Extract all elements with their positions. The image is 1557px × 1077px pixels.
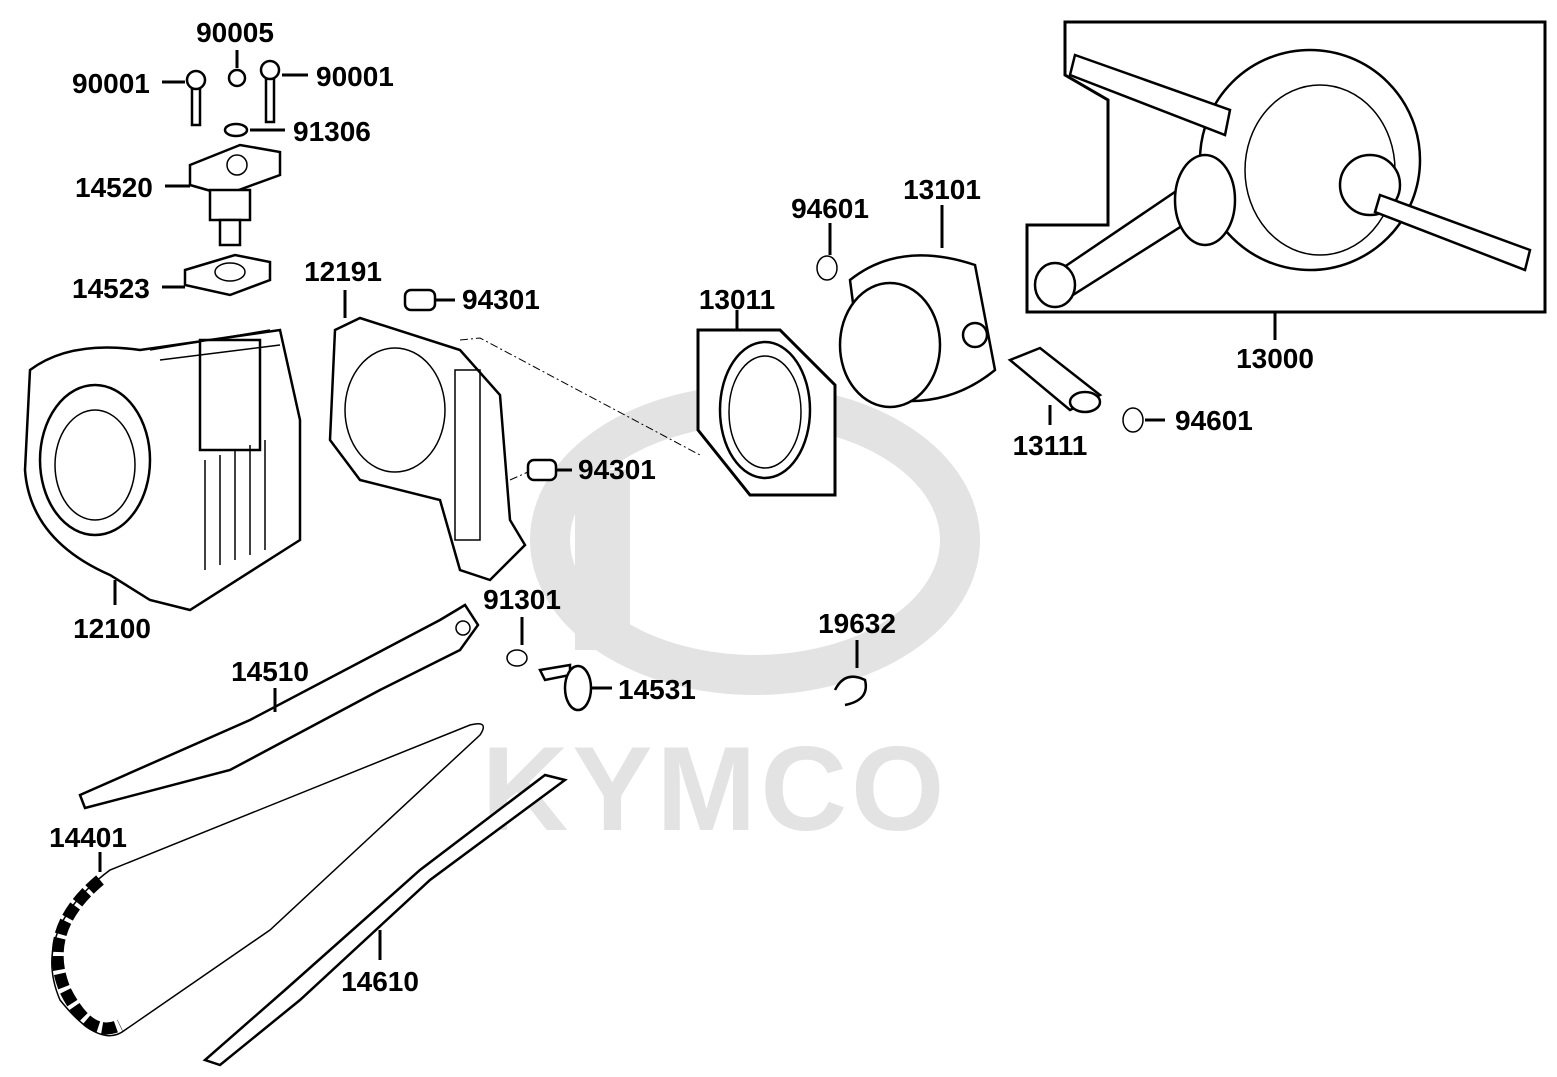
- label-90005: 90005: [196, 17, 274, 48]
- watermark-text: KYMCO: [482, 722, 949, 856]
- piston-ring-set: [696, 310, 837, 497]
- label-13011: 13011: [699, 284, 775, 315]
- label-91306: 91306: [293, 116, 371, 147]
- dowel-pins: [403, 288, 701, 482]
- cam-chain: [51, 723, 485, 1037]
- cam-chain-tensioner: [183, 59, 282, 297]
- label-14523: 14523: [72, 273, 150, 304]
- label-94601-top: 94601: [791, 193, 869, 224]
- label-90001-right: 90001: [316, 61, 394, 92]
- label-12100: 12100: [73, 613, 151, 644]
- piston-pin: [1007, 346, 1165, 433]
- label-94601-right: 94601: [1175, 405, 1253, 436]
- cylinder-block: [23, 328, 302, 612]
- cam-chain-guide: [202, 773, 568, 1067]
- label-94301-top: 94301: [462, 284, 540, 315]
- label-14531: 14531: [618, 674, 696, 705]
- piston: [816, 205, 997, 409]
- leader-lines: [162, 50, 308, 289]
- label-13000: 13000: [1236, 343, 1314, 374]
- tensioner-bolt: [506, 617, 612, 712]
- crankshaft-assembly: [1025, 20, 1547, 340]
- label-13111: 13111: [1013, 430, 1088, 461]
- label-14510: 14510: [231, 656, 309, 687]
- label-14401: 14401: [49, 822, 127, 853]
- label-13101: 13101: [903, 174, 981, 205]
- label-12191: 12191: [304, 256, 382, 287]
- label-14610: 14610: [341, 966, 419, 997]
- cam-chain-tensioner-guide: [78, 603, 480, 810]
- label-19632: 19632: [818, 608, 896, 639]
- label-94301-bottom: 94301: [578, 454, 656, 485]
- label-91301: 91301: [483, 584, 561, 615]
- label-14520: 14520: [75, 172, 153, 203]
- cylinder-gasket: [328, 290, 527, 582]
- label-90001-left: 90001: [72, 68, 150, 99]
- part-labels: 90005 90001 90001 91306 14520 14523 1219…: [49, 17, 1314, 997]
- hose-clip: [833, 640, 868, 707]
